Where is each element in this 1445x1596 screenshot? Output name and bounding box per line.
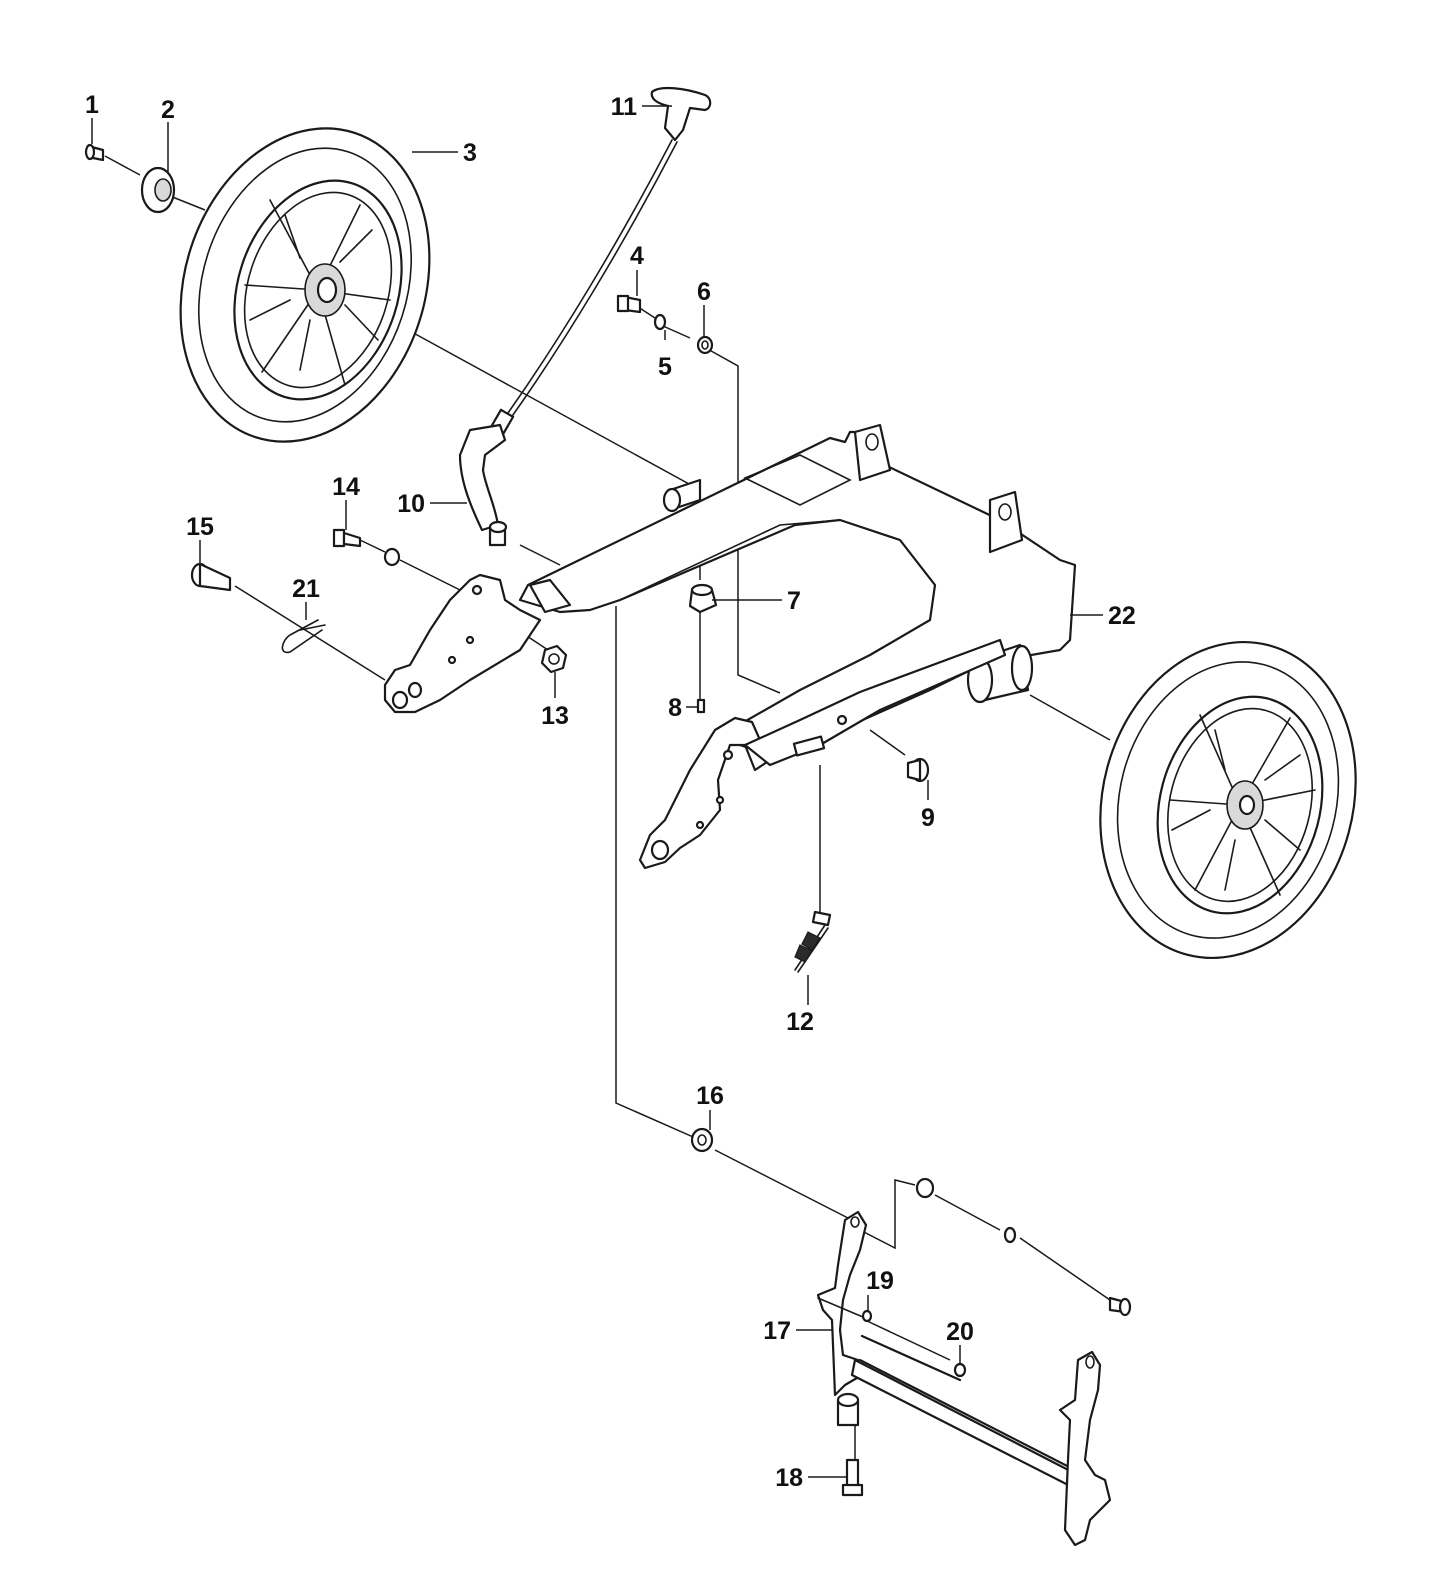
callouts: 1 2 3 4 5 6 7 8 9 10 11 12 13 14 15 16 1…: [85, 91, 1136, 1492]
callout-9: 9: [921, 804, 935, 832]
front-wheel: [1099, 641, 1357, 959]
pin-19: [817, 1297, 873, 1323]
callout-14: 14: [332, 473, 360, 501]
left-side-plate: [383, 573, 542, 714]
axle-pin-15: [190, 562, 232, 592]
washer-14b: [383, 547, 401, 567]
bolt-4: [616, 294, 642, 314]
bolt-right: [1108, 1296, 1132, 1317]
callout-22: 22: [1108, 602, 1136, 630]
callout-11: 11: [611, 93, 638, 121]
callout-16: 16: [696, 1082, 724, 1110]
screw-8: [696, 698, 706, 714]
screw-20: [953, 1362, 967, 1378]
rear-wheel: [179, 127, 431, 443]
spring-12: [794, 910, 832, 973]
callout-17: 17: [763, 1317, 791, 1345]
callout-5: 5: [658, 353, 672, 381]
washer-right: [915, 1177, 1017, 1244]
callout-10: 10: [397, 490, 425, 518]
washer-5: [653, 313, 667, 331]
right-side-plate: [638, 638, 1007, 870]
spacer-18: [836, 1392, 864, 1497]
callout-12: 12: [786, 1008, 814, 1036]
washer-6: [696, 335, 714, 355]
callout-3: 3: [463, 139, 477, 167]
callout-21: 21: [292, 575, 320, 603]
callout-20: 20: [946, 1318, 974, 1346]
washer-16: [690, 1127, 714, 1153]
hub-cap: [140, 166, 176, 214]
bracket-17: [816, 1210, 1112, 1547]
adjust-lever: [458, 423, 508, 547]
wheel-bolt: [84, 143, 105, 162]
pin-9: [906, 757, 930, 783]
bolt-14: [332, 528, 362, 548]
callout-8: 8: [668, 694, 682, 722]
callout-19: 19: [866, 1267, 894, 1295]
callout-6: 6: [697, 278, 711, 306]
callout-2: 2: [161, 96, 175, 124]
callout-7: 7: [787, 587, 801, 615]
hairpin-clip-21: [281, 619, 326, 654]
bushing-7: [688, 583, 718, 614]
nut-13: [540, 644, 568, 674]
callout-4: 4: [630, 242, 644, 270]
callout-18: 18: [775, 1464, 803, 1492]
callout-leaders: [91, 105, 1103, 1478]
callout-1: 1: [85, 91, 99, 119]
adjust-handle: [489, 86, 712, 436]
callout-13: 13: [541, 702, 569, 730]
callout-15: 15: [186, 513, 214, 541]
